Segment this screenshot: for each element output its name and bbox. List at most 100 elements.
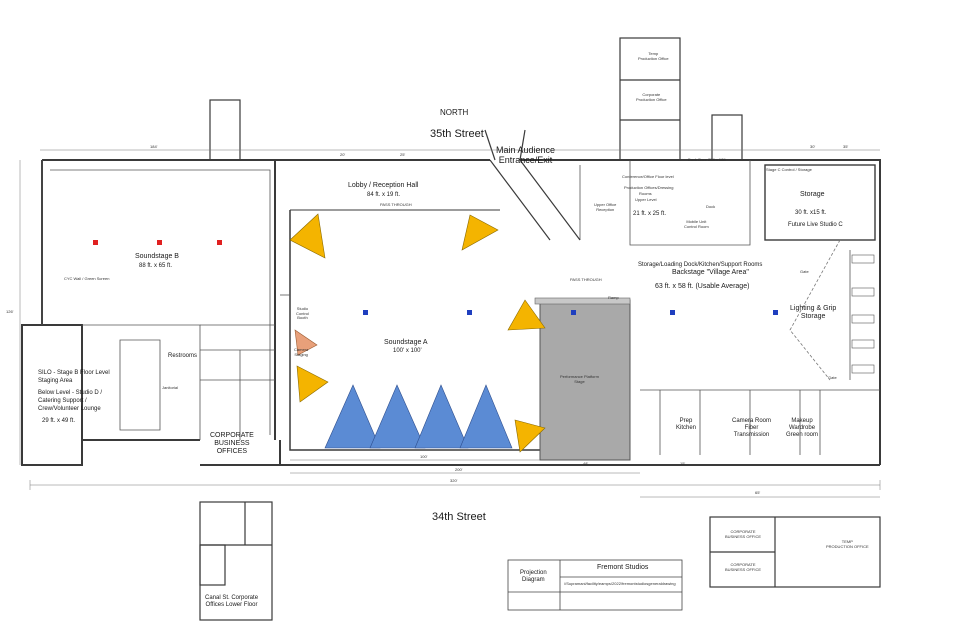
silo-line2: Staging Area (38, 378, 73, 384)
title-studio-name: Fremont Studios (597, 564, 649, 571)
camera-staging-cone (294, 329, 318, 356)
blue-marker-1 (363, 310, 368, 315)
soundstage-b-size: 88 ft. x 65 ft. (139, 263, 173, 269)
dim-overall-width: 320' (450, 478, 458, 483)
corp-biz-office-1: CORPORATE BUSINESS OFFICE (725, 529, 762, 539)
prep-kitchen-label: Prep Kitchen (676, 418, 697, 431)
dock-label: Dock (706, 204, 716, 209)
pass-through-right: PASS THROUGH (570, 277, 602, 282)
dim-15: 15' (680, 461, 686, 466)
restrooms-label: Restrooms (168, 353, 198, 359)
conference-line1: Conference/Office Floor level (622, 174, 674, 179)
main-entrance-label: Main Audience Entrance/Exit (496, 145, 556, 166)
lobby-size: 84 ft. x 19 ft. (367, 192, 401, 198)
backstage-line1: Storage/Loading Dock/Kitchen/Support Roo… (638, 262, 763, 268)
projector-cone-se (514, 419, 546, 453)
projector-cone-ne (461, 214, 499, 251)
dim-100: 100' (420, 454, 428, 459)
camera-cone-3 (414, 384, 469, 449)
camera-cones (324, 384, 513, 449)
silo-line1: SILO - Stage B Floor Level (38, 370, 110, 376)
silo-line5: Crew/Volunteer Lounge (38, 406, 101, 412)
dock-door-label: Dock Door 25ft x 18ft (688, 157, 726, 162)
canal-offices-label: Canal St. Corporate Offices Lower Floor (205, 595, 259, 608)
silo-line4: Catering Support / (38, 398, 87, 404)
dim-30: 30' (810, 144, 816, 149)
storage-name: Storage (800, 191, 825, 198)
dim-25: 25' (400, 152, 406, 157)
gate-label-1: Gate (800, 269, 809, 274)
upper-office-label: Upper Office Reception (594, 202, 617, 212)
blue-marker-3 (571, 310, 576, 315)
title-block-frame (507, 559, 683, 611)
title-projection-diagram: Projection Diagram (520, 570, 547, 583)
dim-20: 20' (340, 152, 346, 157)
studio-control-label: Studio Control Booth (296, 306, 309, 321)
red-marker-3 (217, 240, 222, 245)
soundstage-a-name: Soundstage A (384, 339, 428, 346)
red-marker-2 (157, 240, 162, 245)
performance-platform-stage (539, 299, 631, 461)
south-street-label: 34th Street (432, 511, 486, 523)
dim-65: 65' (755, 490, 761, 495)
gate-label-2: Gate (828, 375, 837, 380)
corporate-production-office: Corporate Production Office (636, 92, 667, 102)
dim-184: 184' (150, 144, 158, 149)
storage-racks (851, 254, 875, 374)
lighting-grip-label: Lighting & Grip Storage (790, 305, 837, 321)
camera-staging-label: Camera Staging (294, 347, 309, 357)
cyc-wall-label: CYC Wall / Green Screen (64, 276, 110, 281)
storage-size: 30 ft. x15 ft. (795, 210, 827, 216)
conference-size: 21 ft. x 25 ft. (633, 211, 667, 217)
camera-cone-1 (324, 384, 381, 449)
backstage-line2: Backstage "Village Area" (672, 269, 749, 276)
projector-cone-e1 (507, 299, 546, 331)
camera-cone-4 (459, 384, 513, 449)
conference-line3: Rooms (639, 191, 652, 196)
dim-soundstage-a-width: 200' (455, 467, 463, 472)
corp-biz-office-2: CORPORATE BUSINESS OFFICE (725, 562, 762, 572)
silo-line3: Below Level - Studio D / (38, 390, 103, 396)
makeup-label: Makeup Wardrobe Green room (786, 418, 819, 438)
stage-c-control-label: Stage C Control / Storage (766, 167, 812, 172)
camera-cone-2 (369, 384, 426, 449)
blue-marker-2 (467, 310, 472, 315)
temp-production-office: Temp Production Office (638, 51, 669, 61)
north-street-label: 35th Street (430, 128, 484, 140)
soundstage-a-size: 100' x 100' (393, 348, 422, 354)
janitorial-label: Janitorial (162, 385, 179, 390)
conference-line4: Upper Level (635, 197, 657, 202)
storage-room (764, 164, 876, 241)
top-annex (209, 37, 743, 161)
canal-street-offices (199, 501, 273, 621)
ramp-label: Ramp (608, 295, 619, 300)
projector-cone-w (296, 365, 329, 403)
dimension-lines (19, 149, 881, 498)
dim-48: 48' (583, 461, 589, 466)
projector-cones (289, 213, 546, 453)
stage-front-edge (534, 297, 631, 305)
mobile-unit-label: Mobile Unit Control Room (684, 219, 709, 229)
red-marker-1 (93, 240, 98, 245)
main-entrance-corridor (484, 129, 581, 241)
performance-stage-label: Performance Platform Stage (560, 374, 599, 384)
blue-marker-5 (773, 310, 778, 315)
silo-size: 29 ft. x 49 ft. (42, 418, 76, 424)
blue-marker-4 (670, 310, 675, 315)
dim-126: 126' (6, 309, 14, 314)
soundstage-b-name: Soundstage B (135, 253, 179, 260)
pass-through-top: PASS THROUGH (380, 202, 412, 207)
blue-markers (363, 310, 778, 315)
red-markers (93, 240, 222, 245)
dim-35: 35' (843, 144, 849, 149)
interior-walls (41, 160, 880, 455)
conference-line2: Production Offices/Dressing (624, 185, 674, 190)
north-indicator: NORTH (440, 108, 469, 117)
backstage-size: 63 ft. x 58 ft. (Usable Average) (655, 283, 750, 290)
lobby-name: Lobby / Reception Hall (348, 182, 419, 189)
storage-future: Future Live Studio C (788, 222, 843, 228)
corporate-offices-label: CORPORATE BUSINESS OFFICES (210, 432, 254, 456)
title-file-path: //Supramani/facility/eamps/2022/fremonts… (564, 581, 676, 586)
